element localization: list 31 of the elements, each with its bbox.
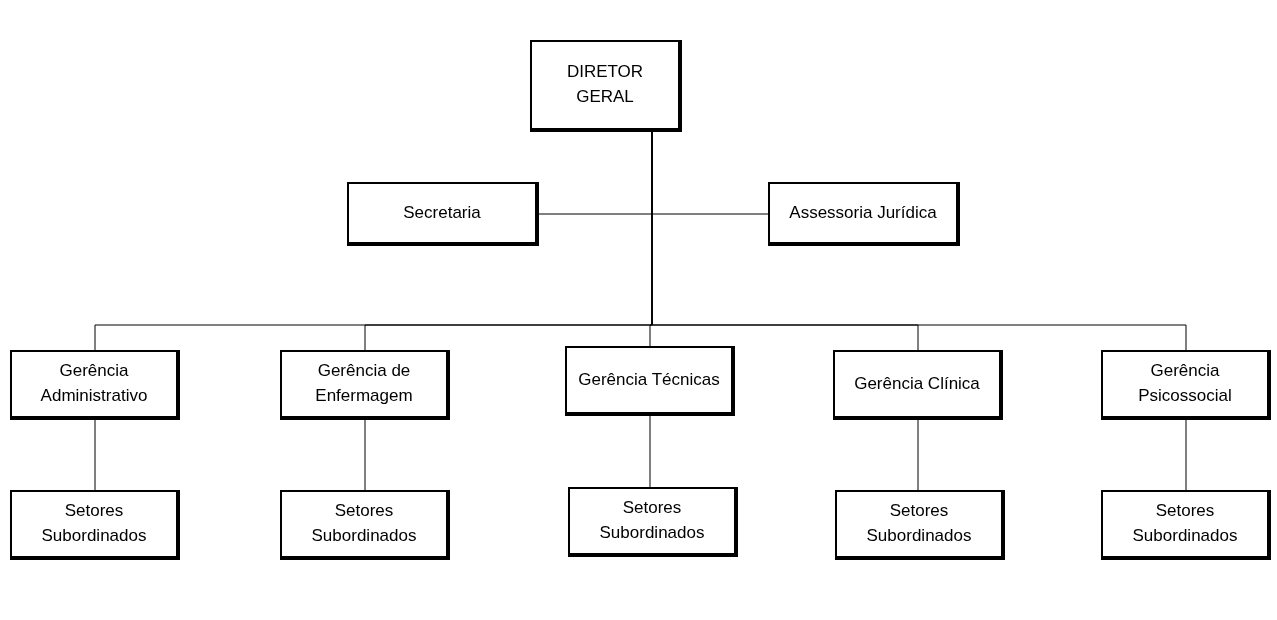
box-label: DIRETOR GERAL bbox=[565, 61, 645, 108]
connector-line bbox=[649, 415, 651, 488]
org-box bbox=[833, 350, 1003, 420]
box-label: Setores Subordinados bbox=[1131, 500, 1239, 547]
org-box bbox=[568, 487, 738, 557]
box-label: Setores Subordinados bbox=[598, 497, 706, 544]
org-box bbox=[280, 350, 450, 420]
org-box bbox=[530, 40, 682, 132]
box-label: Gerência Clínica bbox=[854, 372, 980, 395]
org-box bbox=[10, 350, 180, 420]
box-label: Setores Subordinados bbox=[40, 500, 148, 547]
org-box bbox=[347, 182, 539, 246]
connector-line bbox=[94, 419, 96, 491]
org-box bbox=[1101, 350, 1271, 420]
box-label: Secretaria bbox=[403, 201, 481, 224]
org-box bbox=[565, 346, 735, 416]
connector-line bbox=[917, 419, 919, 491]
box-label: Assessoria Jurídica bbox=[789, 201, 937, 224]
box-label: Setores Subordinados bbox=[865, 500, 973, 547]
org-box bbox=[280, 490, 450, 560]
org-box bbox=[768, 182, 960, 246]
connector-line bbox=[1185, 419, 1187, 491]
box-label: Gerência Administrativo bbox=[39, 360, 149, 407]
box-label: Setores Subordinados bbox=[310, 500, 418, 547]
org-box bbox=[1101, 490, 1271, 560]
org-box bbox=[10, 490, 180, 560]
box-label: Gerência Psicossocial bbox=[1137, 360, 1233, 407]
box-label: Gerência Técnicas bbox=[578, 368, 720, 391]
box-label: Gerência de Enfermagem bbox=[314, 360, 414, 407]
org-box bbox=[835, 490, 1005, 560]
connector-line bbox=[364, 419, 366, 491]
